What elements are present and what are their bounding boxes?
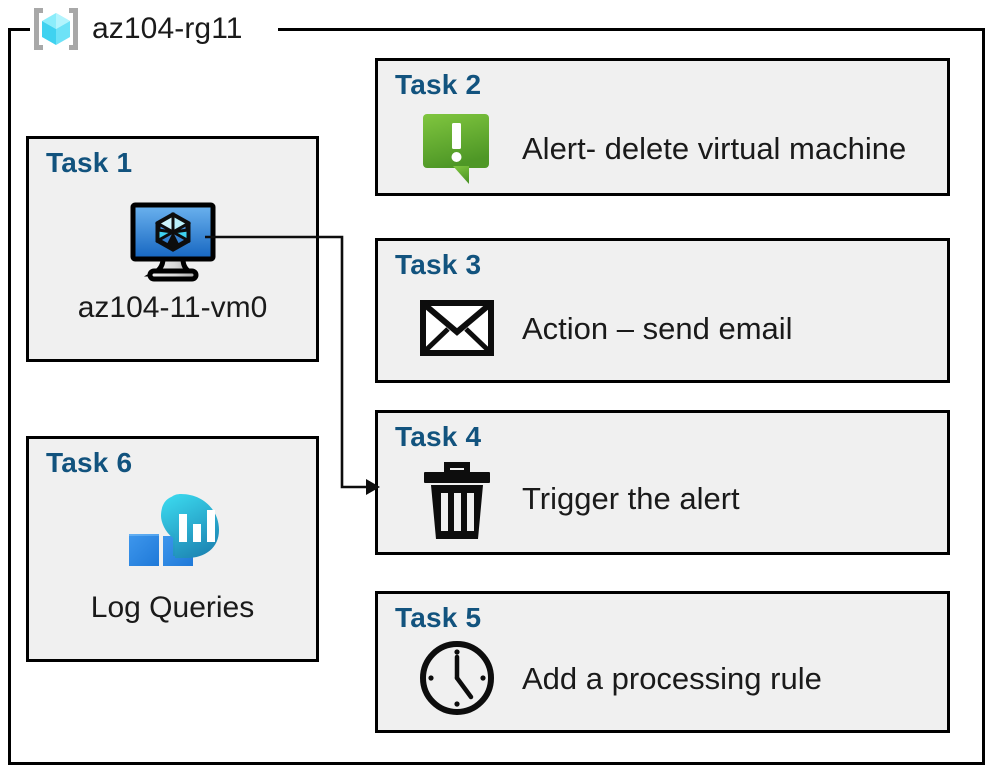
task-5-content: Add a processing rule [418,638,937,718]
task-6-label: Log Queries [90,591,255,624]
task-2-label: Alert- delete virtual machine [522,130,907,166]
task-1-label: az104-11-vm0 [77,291,268,324]
resource-group-cube-icon [30,4,82,54]
resource-group-header: az104-rg11 [30,2,249,56]
trash-delete-icon [418,455,496,541]
resource-group-label: az104-rg11 [92,12,243,45]
resource-group-frame [8,28,985,765]
clock-icon [418,638,496,718]
task-4-label: Trigger the alert [522,480,740,516]
resource-group-frame-top-right [278,28,985,31]
task-4-content: Trigger the alert [418,455,937,541]
task-card-task-2[interactable]: Task 2 Alert- delete virtual machin [375,58,950,196]
task-6-title: Task 6 [46,447,133,478]
task-3-content: Action – send email [418,289,937,367]
task-card-task-3[interactable]: Task 3 Action – send email [375,238,950,383]
alert-exclamation-bubble-icon [418,109,496,187]
task-4-title: Task 4 [395,421,482,452]
task-5-label: Add a processing rule [522,660,822,696]
log-analytics-icon [29,494,316,587]
task-3-label: Action – send email [522,310,793,346]
task-card-task-5[interactable]: Task 5 Add a processing rule [375,591,950,733]
task-2-title: Task 2 [395,69,482,100]
task-card-task-1[interactable]: Task 1 [26,136,319,362]
task-2-content: Alert- delete virtual machine [418,109,937,187]
task-3-title: Task 3 [395,249,482,280]
task-1-title: Task 1 [46,147,133,178]
virtual-machine-icon [29,197,316,287]
task-card-task-6[interactable]: Task 6 [26,436,319,662]
email-envelope-icon [418,289,496,367]
resource-group-frame-top-left [8,28,30,31]
task-card-task-4[interactable]: Task 4 Trigger the alert [375,410,950,555]
task-5-title: Task 5 [395,602,482,633]
